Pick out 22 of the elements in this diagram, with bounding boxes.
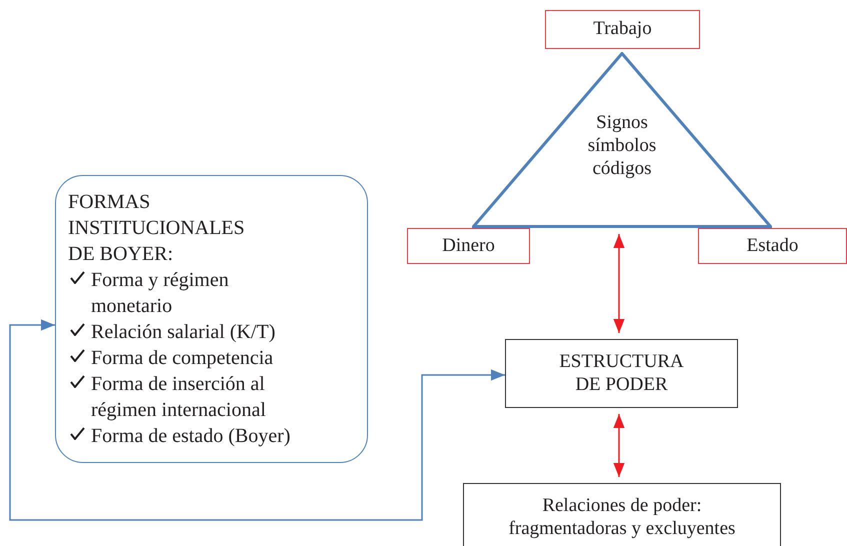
list-item-text: Forma de competencia (91, 346, 274, 371)
list-item-text: Forma de estado (Boyer) (91, 424, 292, 449)
triangle-shape (472, 52, 772, 228)
concept-box (407, 228, 530, 264)
box-heading: FORMAS INSTITUCIONALES DE BOYER: (68, 190, 246, 267)
list-item-text: Forma de inserción al régimen internacional (91, 372, 267, 423)
node-label: Signos símbolos códigos (586, 112, 658, 180)
concept-box (545, 10, 700, 49)
rounded-box (55, 175, 368, 463)
node-label: Relaciones de poder: fragmentadoras y excluyentes (508, 495, 736, 541)
node-label: Dinero (442, 234, 495, 258)
arrow (613, 414, 625, 477)
node-label: Estado (746, 234, 798, 258)
arrow (9, 319, 505, 521)
list-item-text: Forma y régimen monetario (91, 268, 230, 319)
process-box (505, 339, 738, 408)
process-box (463, 483, 781, 546)
node-label: ESTRUCTURA DE PODER (558, 350, 685, 396)
list-item-text: Relación salarial (K/T) (91, 320, 276, 345)
concept-box (698, 228, 847, 264)
arrow (613, 234, 625, 333)
node-label: Trabajo (593, 18, 652, 41)
